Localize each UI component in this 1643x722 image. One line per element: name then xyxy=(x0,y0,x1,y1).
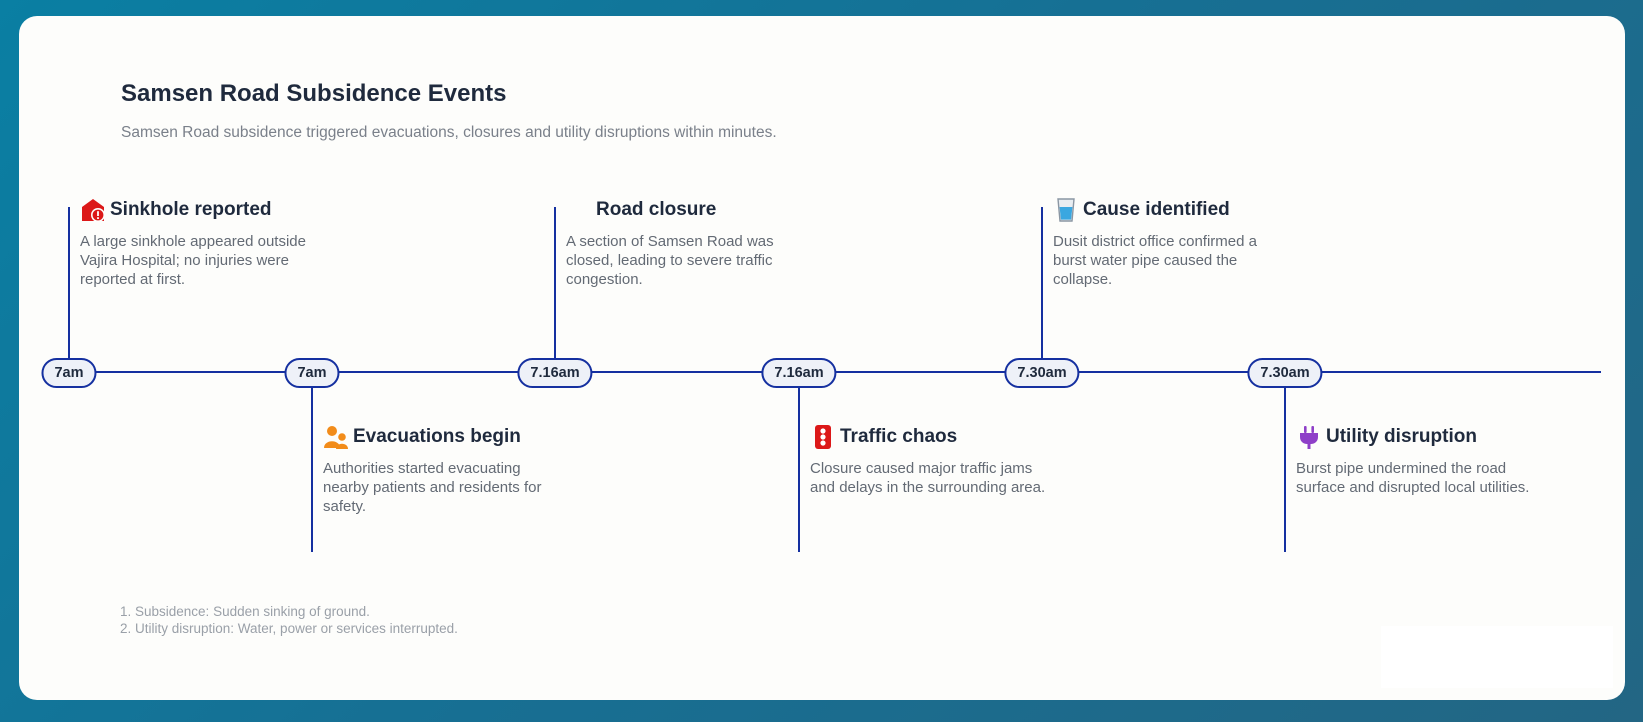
timeline-event-evacuations: Evacuations begin Authorities started ev… xyxy=(323,423,563,516)
event-title: Road closure xyxy=(596,199,717,220)
time-marker: 7.30am xyxy=(1247,358,1323,388)
event-title: Utility disruption xyxy=(1326,426,1477,447)
event-description: A large sinkhole appeared outside Vajira… xyxy=(80,233,306,288)
timeline-event-cause: Cause identified Dusit district office c… xyxy=(1053,196,1293,289)
timeline-card: Samsen Road Subsidence Events Samsen Roa… xyxy=(19,16,1625,700)
traffic-light-icon xyxy=(810,424,836,450)
timeline-event-road-closure: Road closure A section of Samsen Road wa… xyxy=(566,196,806,289)
event-title: Evacuations begin xyxy=(353,426,521,447)
event-connector xyxy=(68,207,70,373)
footnote: 2. Utility disruption: Water, power or s… xyxy=(120,621,458,636)
event-description: Dusit district office confirmed a burst … xyxy=(1053,233,1257,288)
plug-icon xyxy=(1296,424,1322,450)
page-title: Samsen Road Subsidence Events xyxy=(121,80,507,107)
time-marker: 7.16am xyxy=(517,358,593,388)
event-connector xyxy=(311,371,313,552)
event-connector xyxy=(798,371,800,552)
event-description: Closure caused major traffic jams and de… xyxy=(810,460,1046,496)
event-connector xyxy=(554,207,556,373)
event-description: Burst pipe undermined the road surface a… xyxy=(1296,460,1530,496)
timeline-event-sinkhole: Sinkhole reported A large sinkhole appea… xyxy=(80,196,320,289)
time-marker: 7.16am xyxy=(761,358,837,388)
event-title: Sinkhole reported xyxy=(110,199,272,220)
event-title: Traffic chaos xyxy=(840,426,958,447)
house-alert-icon xyxy=(80,197,106,223)
blank-panel xyxy=(1381,626,1613,688)
time-marker: 7am xyxy=(284,358,340,388)
event-title: Cause identified xyxy=(1083,199,1230,220)
event-description: A section of Samsen Road was closed, lea… xyxy=(566,233,774,288)
timeline-event-utility: Utility disruption Burst pipe undermined… xyxy=(1296,423,1536,497)
time-marker: 7am xyxy=(41,358,97,388)
water-glass-icon xyxy=(1053,197,1079,223)
footnote: 1. Subsidence: Sudden sinking of ground. xyxy=(120,604,370,619)
event-connector xyxy=(1284,371,1286,552)
footnotes: 1. Subsidence: Sudden sinking of ground.… xyxy=(120,603,458,637)
time-marker: 7.30am xyxy=(1004,358,1080,388)
event-connector xyxy=(1041,207,1043,373)
event-description: Authorities started evacuating nearby pa… xyxy=(323,460,542,515)
page-subtitle: Samsen Road subsidence triggered evacuat… xyxy=(121,124,777,141)
timeline-event-traffic: Traffic chaos Closure caused major traff… xyxy=(810,423,1050,497)
people-icon xyxy=(323,424,349,450)
